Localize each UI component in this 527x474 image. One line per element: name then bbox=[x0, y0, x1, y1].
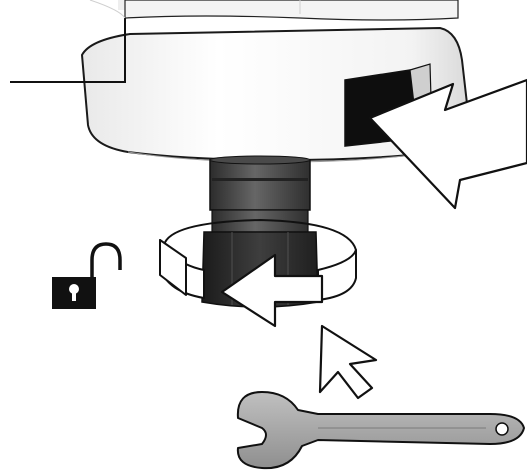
unlock-padlock-icon bbox=[52, 244, 120, 309]
cursor-arrow-icon bbox=[320, 326, 376, 398]
wrench-icon bbox=[238, 392, 524, 468]
